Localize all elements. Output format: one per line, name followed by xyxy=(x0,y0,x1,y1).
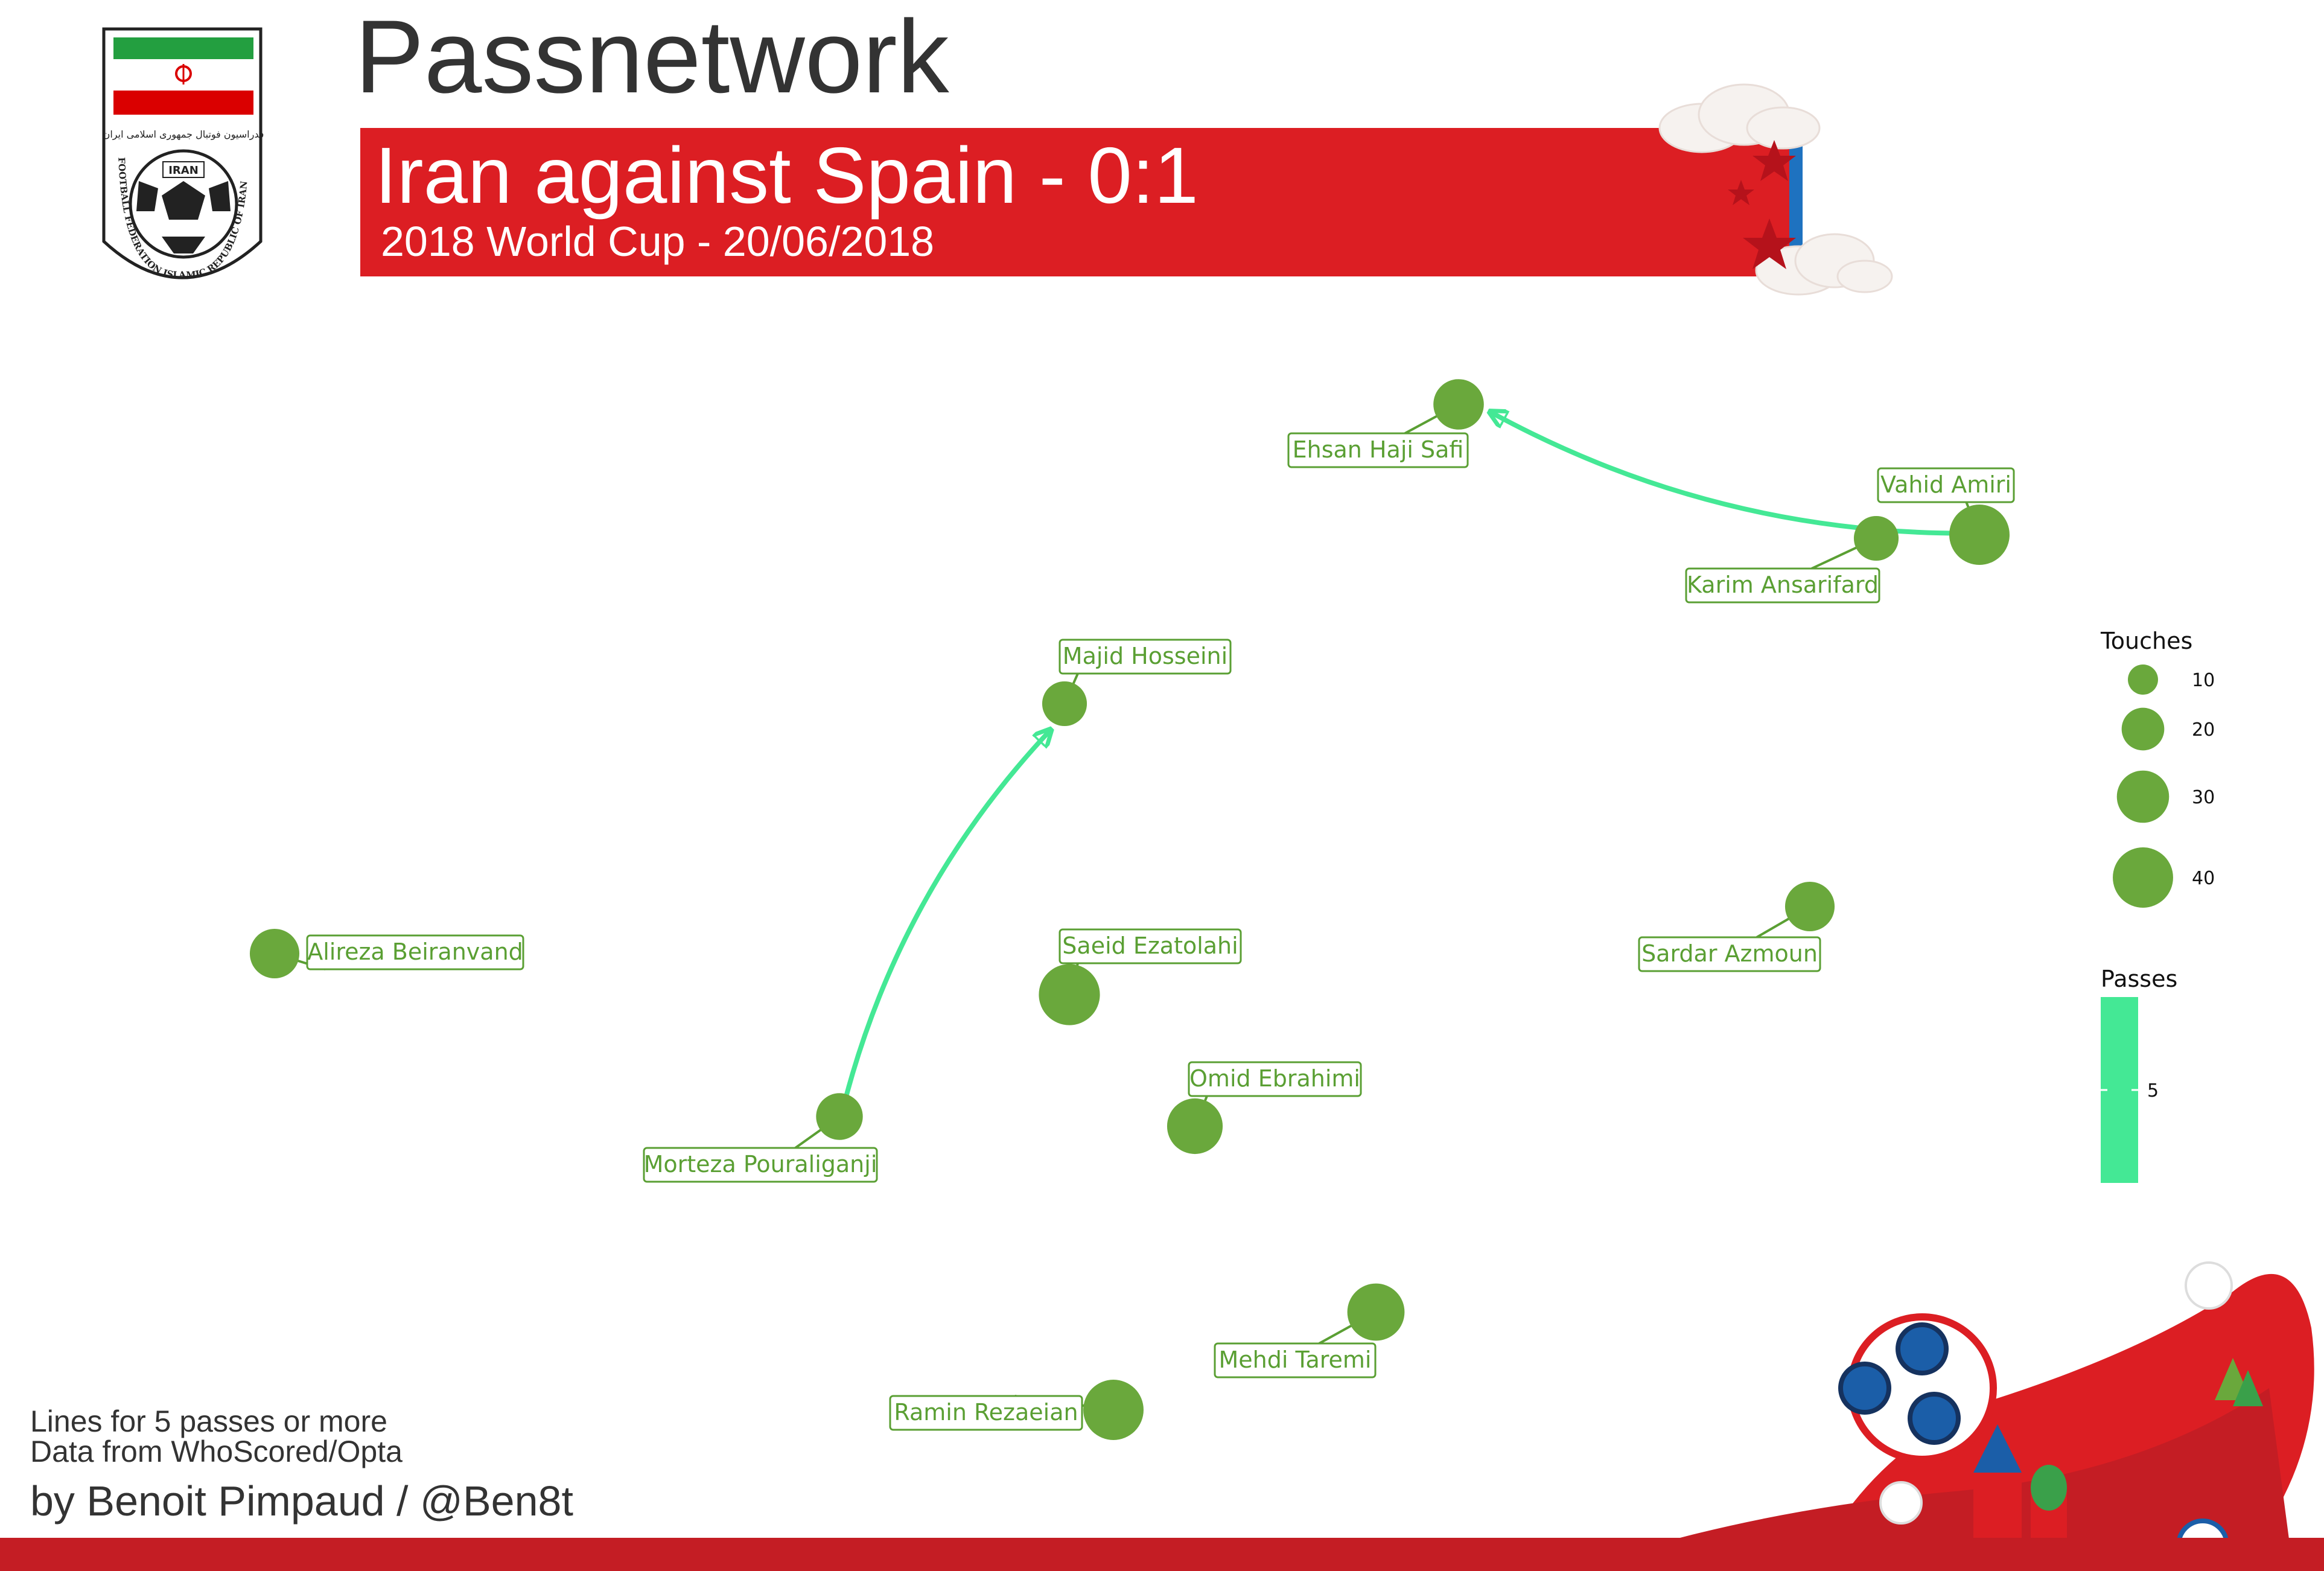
player-label-box xyxy=(643,1147,878,1183)
logo-ball-text: IRAN xyxy=(168,164,199,177)
player-label-box xyxy=(1059,928,1242,964)
player-label: Karim Ansarifard xyxy=(1687,572,1879,598)
player-label-box xyxy=(889,1395,1083,1431)
pass-line-0 xyxy=(1491,413,1974,536)
player-node xyxy=(1042,681,1087,727)
player-label-box xyxy=(1685,567,1880,604)
cloud-decoration xyxy=(1658,83,1893,296)
footer-bar xyxy=(0,1538,2324,1571)
player-label: Sardar Azmoun xyxy=(1641,940,1818,967)
footer-note-source: Data from WhoScored/Opta xyxy=(30,1435,403,1468)
player-label-box xyxy=(1287,432,1469,468)
touches-legend: Touches 10 20 30 40 xyxy=(2100,628,2215,908)
touches-legend-label: 40 xyxy=(2192,868,2215,889)
page-title: Passnetwork xyxy=(355,0,949,115)
player-label-box xyxy=(306,934,524,970)
footer-credit: by Benoit Pimpaud / @Ben8t xyxy=(30,1477,573,1525)
competition-date: 2018 World Cup - 20/06/2018 xyxy=(381,218,935,265)
touches-legend-label: 30 xyxy=(2192,787,2215,808)
match-banner: Iran against Spain - 0:1 2018 World Cup … xyxy=(360,128,1803,276)
player-label-box xyxy=(1638,936,1821,972)
player-label-box xyxy=(1214,1342,1377,1378)
star-decoration xyxy=(1728,140,1796,269)
match-title: Iran against Spain - 0:1 xyxy=(375,131,1199,220)
player-node xyxy=(1949,505,2010,565)
player-label: Saeid Ezatolahi xyxy=(1062,932,1238,959)
footer-note-lines: Lines for 5 passes or more xyxy=(30,1404,387,1438)
player-label: Omid Ebrahimi xyxy=(1189,1065,1360,1092)
world-cup-decoration xyxy=(1569,1261,2314,1571)
pass-edges xyxy=(839,413,1974,1112)
iran-federation-logo: فدراسيون فوتبال جمهوری اسلامی ايران IRAN… xyxy=(102,27,264,281)
logo-top-text: فدراسيون فوتبال جمهوری اسلامی ايران xyxy=(103,129,264,141)
player-node xyxy=(1853,515,1899,561)
player-label: Mehdi Taremi xyxy=(1219,1346,1372,1373)
player-label: Ramin Rezaeian xyxy=(894,1399,1078,1426)
touches-legend-key xyxy=(2121,707,2165,751)
passes-legend-tick: 5 xyxy=(2147,1080,2159,1101)
player-node xyxy=(816,1093,863,1140)
player-node xyxy=(1167,1098,1223,1155)
player-label: Morteza Pouraliganji xyxy=(644,1151,877,1177)
passes-legend-title: Passes xyxy=(2101,966,2177,992)
touches-legend-key xyxy=(2113,847,2173,908)
player-label: Vahid Amiri xyxy=(1880,471,2011,498)
player-label-box xyxy=(1877,467,2015,503)
player-label-box xyxy=(1059,639,1232,675)
player-label: Ehsan Haji Safi xyxy=(1293,436,1464,463)
player-label-box xyxy=(1188,1061,1362,1097)
touches-legend-label: 20 xyxy=(2192,719,2215,741)
player-node xyxy=(249,928,300,979)
player-label: Alireza Beiranvand xyxy=(307,938,523,965)
pass-line-1 xyxy=(839,731,1050,1112)
touches-legend-title: Touches xyxy=(2100,628,2192,654)
player-node xyxy=(1784,881,1835,932)
player-label: Majid Hosseini xyxy=(1063,643,1227,669)
player-nodes xyxy=(249,379,2010,1440)
player-node xyxy=(1083,1380,1144,1440)
touches-legend-key xyxy=(2116,770,2170,823)
touches-legend-label: 10 xyxy=(2192,670,2215,691)
player-node xyxy=(1039,964,1100,1025)
player-node xyxy=(1347,1283,1405,1341)
player-node xyxy=(1433,379,1484,430)
touches-legend-key xyxy=(2128,664,2158,695)
passes-legend: Passes 5 xyxy=(2101,966,2177,1183)
